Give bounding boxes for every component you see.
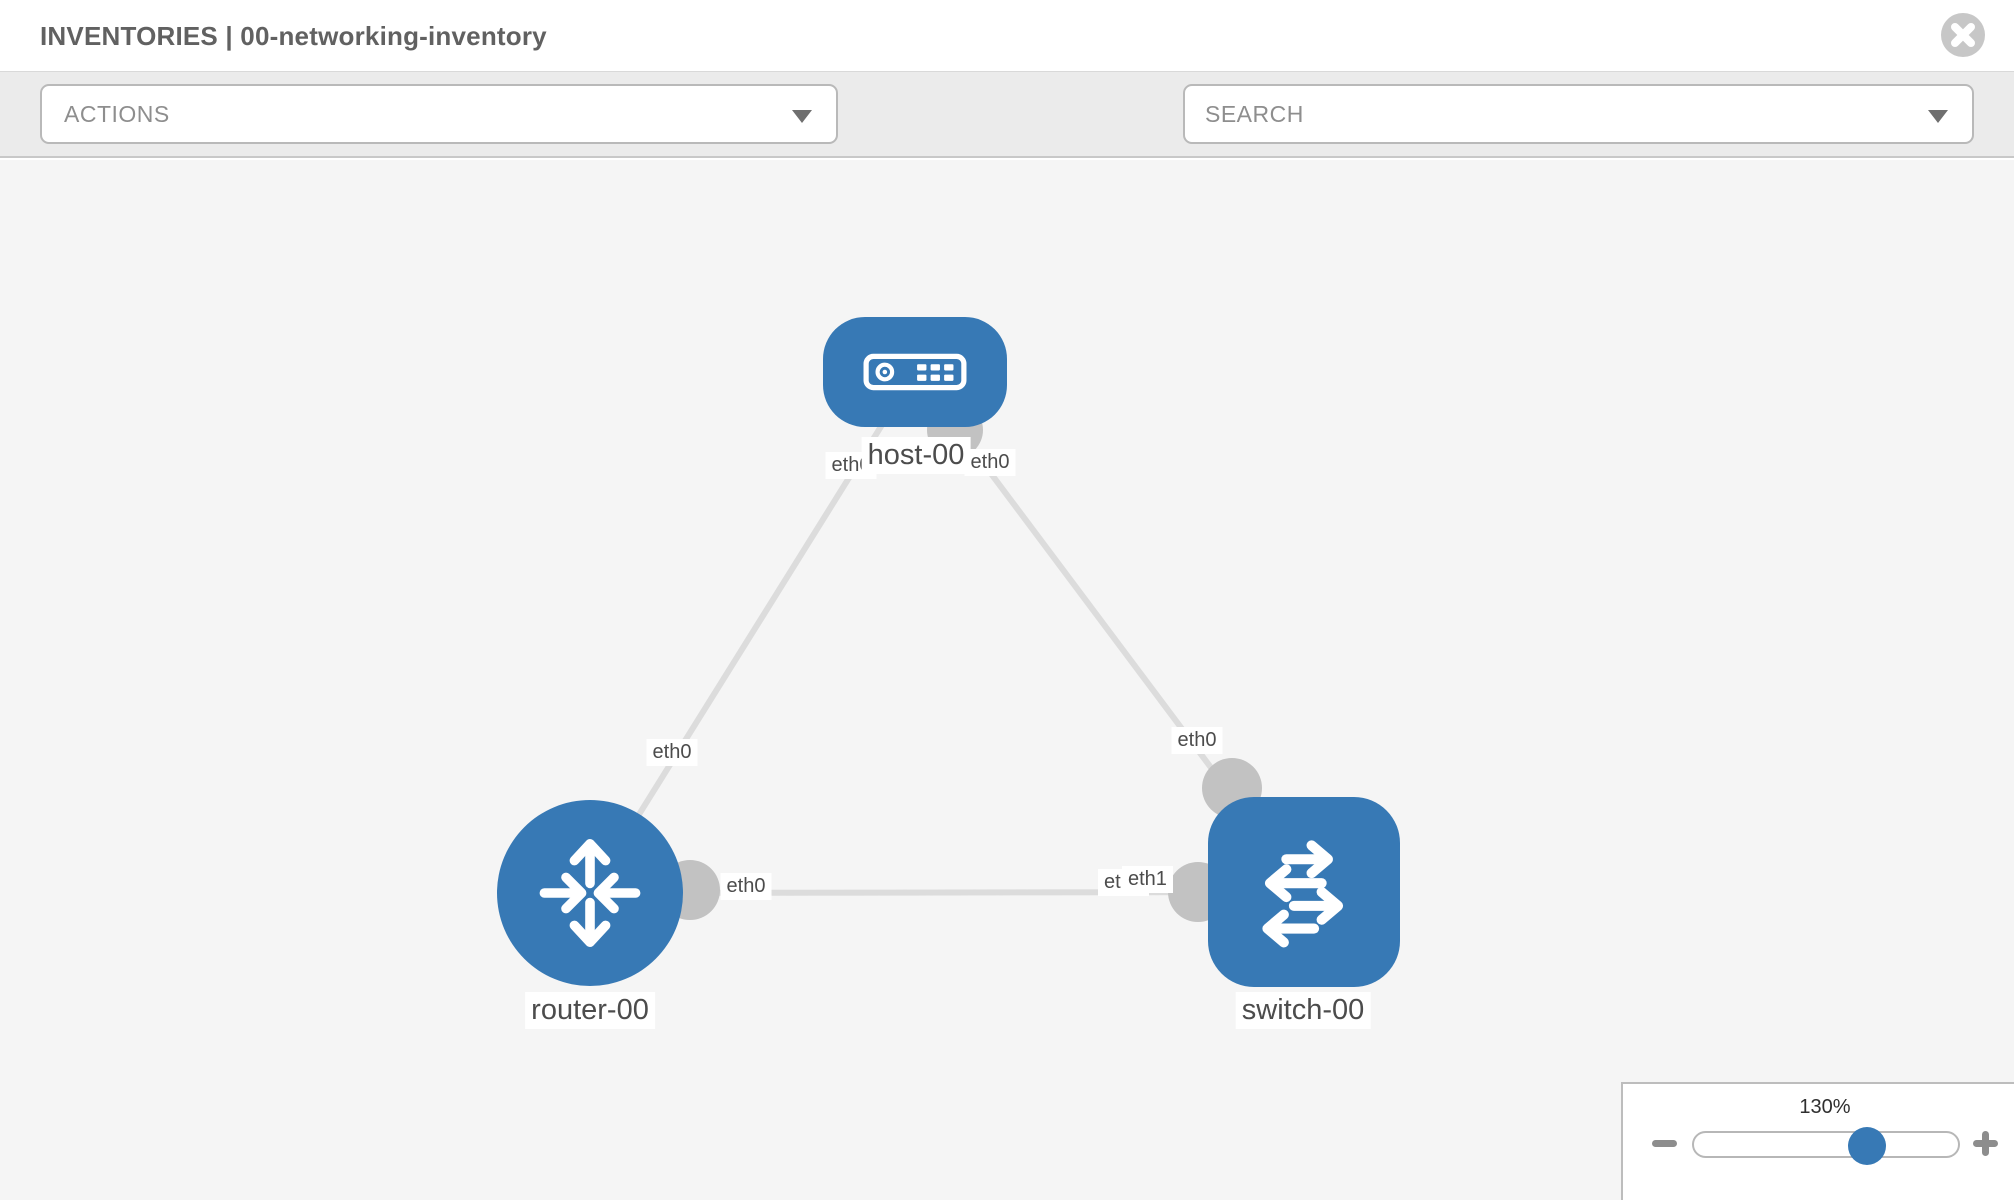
zoom-level-value: 130% (1799, 1096, 1851, 1118)
actions-dropdown-label: ACTIONS (64, 101, 170, 127)
close-button[interactable] (1941, 13, 1985, 57)
topology-canvas[interactable]: host-00 router-00 switch-00 eth0 eth0 et… (0, 160, 2014, 1200)
search-combo (1183, 84, 1974, 144)
host-icon (863, 353, 967, 391)
page-title: INVENTORIES | 00-networking-inventory (40, 21, 547, 51)
node-label-router: router-00 (525, 992, 655, 1029)
node-label-host: host-00 (861, 437, 971, 474)
chevron-down-icon (1928, 110, 1948, 123)
interface-label-host-eth0-right: eth0 (964, 449, 1016, 476)
zoom-in-button plus-icon[interactable] (1973, 1131, 1998, 1156)
interface-label-switch-eth1: eth1 (1122, 866, 1173, 893)
links-layer (587, 370, 1307, 896)
search-input[interactable] (1205, 90, 1912, 138)
zoom-panel: 130% (1621, 1082, 2014, 1200)
zoom-slider-thumb[interactable] (1848, 1127, 1886, 1165)
switch-icon (1262, 840, 1344, 948)
zoom-out-button minus-icon[interactable] (1652, 1140, 1677, 1147)
node-host-00[interactable] (823, 317, 1007, 427)
toolbar: ACTIONS (0, 72, 2014, 208)
zoom-slider[interactable] (1692, 1127, 1960, 1165)
node-router-00[interactable] (497, 800, 683, 986)
panel-header: INVENTORIES | 00-networking-inventory (0, 0, 2014, 72)
interface-label-router-eth0: eth0 (720, 873, 772, 900)
close-icon (1951, 23, 1975, 47)
chevron-down-icon (792, 110, 812, 123)
node-switch-00[interactable] (1208, 797, 1400, 987)
actions-dropdown[interactable]: ACTIONS (40, 84, 838, 144)
node-label-switch: switch-00 (1235, 992, 1371, 1029)
interface-label-router-eth0-uplink: eth0 (646, 739, 698, 766)
router-icon (539, 839, 641, 947)
interface-label-switch-eth0: eth0 (1171, 727, 1223, 754)
